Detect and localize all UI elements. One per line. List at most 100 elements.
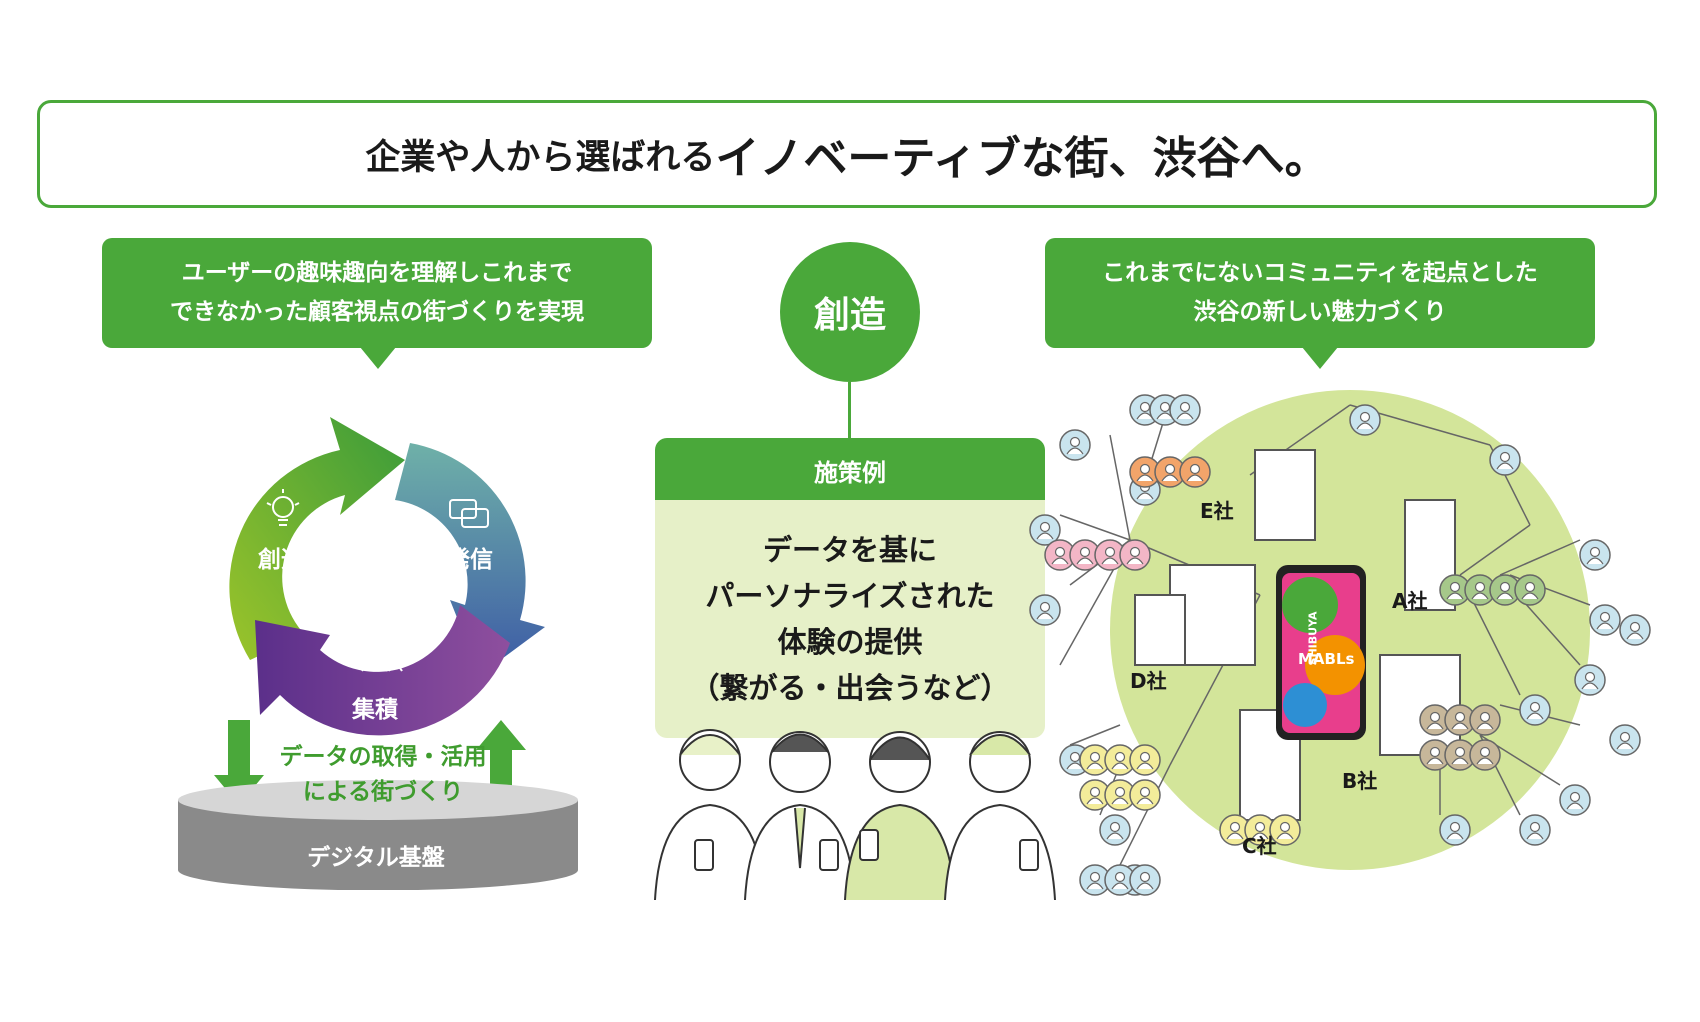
- user-body-icon: [1451, 722, 1469, 730]
- user-body-icon: [1161, 474, 1179, 482]
- company-label-e: E社: [1200, 499, 1234, 523]
- user-body-icon: [1126, 557, 1144, 565]
- user-head-icon: [1499, 581, 1511, 593]
- user-head-icon: [1629, 621, 1641, 633]
- user-head-icon: [1114, 786, 1126, 798]
- user-body-icon: [1566, 802, 1584, 810]
- user-head-icon: [1359, 411, 1371, 423]
- user-body-icon: [1186, 474, 1204, 482]
- user-body-icon: [1496, 462, 1514, 470]
- measures-title: 施策例: [814, 458, 886, 487]
- user-body-icon: [1086, 762, 1104, 770]
- user-head-icon: [1599, 611, 1611, 623]
- user-body-icon: [1446, 592, 1464, 600]
- user-body-icon: [1476, 722, 1494, 730]
- user-head-icon: [1499, 451, 1511, 463]
- user-head-icon: [1449, 581, 1461, 593]
- data-flow-line2: による街づくり: [302, 779, 464, 805]
- person-woman-left-icon: [654, 729, 766, 900]
- cycle-arrow-accumulate: [255, 605, 510, 736]
- user-head-icon: [1529, 701, 1541, 713]
- cycle-arrow-create: [229, 417, 405, 660]
- user-head-icon: [1189, 463, 1201, 475]
- headline: 企業や人から選ばれるイノベーティブな街、渋谷へ。: [37, 100, 1657, 208]
- user-head-icon: [1114, 751, 1126, 763]
- user-head-icon: [1479, 746, 1491, 758]
- left-bubble-line2: できなかった顧客視点の街づくりを実現: [170, 299, 584, 325]
- user-body-icon: [1586, 557, 1604, 565]
- user-head-icon: [1164, 463, 1176, 475]
- company-label-d: D社: [1130, 669, 1167, 693]
- user-body-icon: [1086, 882, 1104, 890]
- user-head-icon: [1179, 401, 1191, 413]
- user-body-icon: [1426, 722, 1444, 730]
- user-head-icon: [1279, 821, 1291, 833]
- arrow-down-icon: [214, 720, 264, 805]
- chat-icon: [449, 499, 489, 528]
- headline-frame: [37, 100, 1657, 208]
- user-head-icon: [1039, 601, 1051, 613]
- digital-base-graphic: [178, 720, 578, 890]
- left-bubble-tail: [360, 347, 396, 369]
- company-label-c: C社: [1242, 834, 1277, 858]
- user-head-icon: [1524, 581, 1536, 593]
- measures-header: 施策例: [655, 438, 1045, 502]
- user-body-icon: [1226, 832, 1244, 840]
- user-head-icon: [1139, 463, 1151, 475]
- create-circle-label: 創造: [813, 295, 886, 336]
- right-bubble-line2: 渋谷の新しい魅力づくり: [1193, 299, 1447, 325]
- user-body-icon: [1251, 832, 1269, 840]
- cycle-label-accumulate: 集積: [352, 697, 398, 723]
- user-head-icon: [1129, 546, 1141, 558]
- measures-line: （繋がる・出会うなど）: [690, 671, 1010, 705]
- user-head-icon: [1139, 871, 1151, 883]
- create-circle: 創造: [780, 242, 920, 382]
- phone-label-line2: MABLs: [1298, 650, 1355, 668]
- user-body-icon: [1036, 612, 1054, 620]
- user-head-icon: [1454, 746, 1466, 758]
- user-body-icon: [1136, 492, 1154, 500]
- user-body-icon: [1136, 762, 1154, 770]
- user-body-icon: [1476, 757, 1494, 765]
- user-body-icon: [1136, 882, 1154, 890]
- user-body-icon: [1086, 797, 1104, 805]
- user-body-icon: [1521, 592, 1539, 600]
- user-body-icon: [1076, 557, 1094, 565]
- user-head-icon: [1529, 821, 1541, 833]
- user-body-icon: [1276, 832, 1294, 840]
- smartphone-icon: [1276, 565, 1366, 740]
- community-network: [1029, 390, 1651, 896]
- headline-part2: イノベーティブな街、渋谷へ。: [715, 133, 1329, 184]
- people-illustration: [654, 729, 1056, 900]
- user-head-icon: [1429, 711, 1441, 723]
- user-head-icon: [1139, 401, 1151, 413]
- user-head-icon: [1474, 581, 1486, 593]
- user-head-icon: [1589, 546, 1601, 558]
- data-flow-label: データの取得・活用 による街づくり: [263, 740, 503, 810]
- user-body-icon: [1176, 412, 1194, 420]
- building-e-icon: [1254, 449, 1316, 541]
- connector-line: [848, 382, 851, 440]
- user-body-icon: [1451, 757, 1469, 765]
- measures-body: データを基に パーソナライズされた 体験の提供 （繋がる・出会うなど）: [655, 500, 1045, 738]
- user-body-icon: [1066, 447, 1084, 455]
- cycle-diagram: [229, 417, 545, 736]
- user-body-icon: [1101, 557, 1119, 565]
- digital-base-label: デジタル基盤: [307, 845, 445, 871]
- user-body-icon: [1446, 832, 1464, 840]
- user-body-icon: [1526, 832, 1544, 840]
- user-body-icon: [1136, 797, 1154, 805]
- user-head-icon: [1159, 401, 1171, 413]
- base-cylinder-top: [178, 780, 578, 820]
- data-flow-line1: データの取得・活用: [279, 744, 487, 770]
- building-b-icon: [1379, 654, 1461, 756]
- right-bubble-tail: [1302, 347, 1338, 369]
- user-body-icon: [1526, 712, 1544, 720]
- user-body-icon: [1496, 592, 1514, 600]
- user-body-icon: [1111, 882, 1129, 890]
- user-body-icon: [1106, 832, 1124, 840]
- cycle-label-send: 発信: [447, 547, 493, 573]
- left-bubble-line1: ユーザーの趣味趣向を理解しこれまで: [181, 260, 573, 286]
- right-speech-bubble: これまでにないコミュニティを起点とした 渋谷の新しい魅力づくり: [1045, 238, 1595, 348]
- left-speech-bubble: ユーザーの趣味趣向を理解しこれまで できなかった顧客視点の街づくりを実現: [102, 238, 652, 348]
